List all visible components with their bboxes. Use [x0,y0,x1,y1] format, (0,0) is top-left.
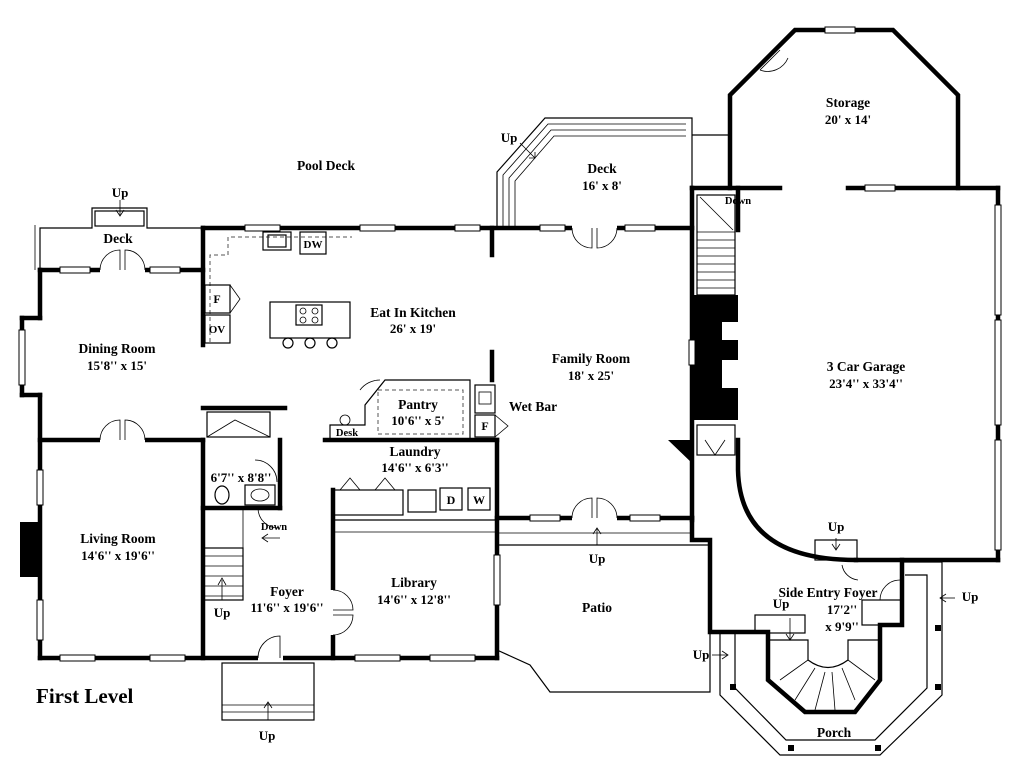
desk-label: Desk [336,428,358,439]
kitchen-label: Eat In Kitchen [370,305,456,320]
rear-deck-label: Deck [587,161,617,176]
left-deck-label: Deck [103,231,133,246]
stair-up-right: Up [962,589,979,604]
garage-size: 23'4'' x 33'4'' [829,376,903,391]
laundry-fixtures [332,477,497,533]
kitchen-fridge-label: F [213,292,220,306]
stair-up-porch-left: Up [693,647,710,662]
patio-label: Patio [582,600,612,615]
pantry-walls [329,379,471,440]
living-room-label: Living Room [80,531,156,546]
kitchen-fixtures [204,231,352,349]
kitchen-size: 26' x 19' [390,321,436,336]
foyer-label: Foyer [270,584,304,599]
patio-structure [496,527,711,693]
front-step [221,662,315,721]
family-room-size: 18' x 25' [568,368,614,383]
pantry-size: 10'6'' x 5' [391,413,444,428]
side-entry-foyer-label: Side Entry Foyer [779,585,878,600]
stair-down-garage: Down [725,196,751,207]
side-entry-foyer-size: 17'2''x 9'9'' [825,602,859,634]
porch-label: Porch [817,725,852,740]
rear-deck-structure [496,117,730,228]
stair-down-foyer: Down [261,522,287,533]
left-deck-structure [34,207,203,270]
rear-deck-size: 16' x 8' [582,178,622,193]
garage-walls [668,185,1002,563]
main-house-walls [18,185,696,663]
laundry-label: Laundry [389,444,440,459]
stair-up-side-entry: Up [773,596,790,611]
library-size: 14'6'' x 12'8'' [377,592,451,607]
stair-up-left-deck: Up [112,185,129,200]
stair-up-foyer: Up [214,605,231,620]
stair-up-rear-deck: Up [501,130,518,145]
dryer-label: D [447,493,456,507]
side-entry-porch [689,515,955,756]
garage-label: 3 Car Garage [827,359,905,374]
stair-arrows [115,142,536,217]
wet-bar-label: Wet Bar [509,399,557,414]
laundry-size: 14'6'' x 6'3'' [381,460,448,475]
dining-room-label: Dining Room [79,341,157,356]
wet-bar-fixtures [474,384,509,438]
oven-label: OV [209,324,226,336]
storage-size: 20' x 14' [825,112,871,127]
pantry-label: Pantry [398,397,438,412]
stair-up-patio: Up [589,551,606,566]
page-title: First Level [36,684,134,708]
bath-size: 6'7'' x 8'8'' [211,470,272,485]
dining-room-size: 15'8'' x 15' [87,358,147,373]
pool-deck-label: Pool Deck [297,158,356,173]
bath-fixtures [206,411,276,506]
foyer-size: 11'6'' x 19'6'' [251,600,324,615]
living-room-size: 14'6'' x 19'6'' [81,548,155,563]
library-label: Library [391,575,437,590]
stair-up-front: Up [259,728,276,743]
storage-label: Storage [826,95,870,110]
dishwasher-label: DW [304,239,323,251]
foyer-stairs [202,510,280,601]
bar-fridge-label: F [481,419,488,433]
family-room-label: Family Room [552,351,631,366]
stair-up-garage: Up [828,519,845,534]
washer-label: W [473,493,485,507]
